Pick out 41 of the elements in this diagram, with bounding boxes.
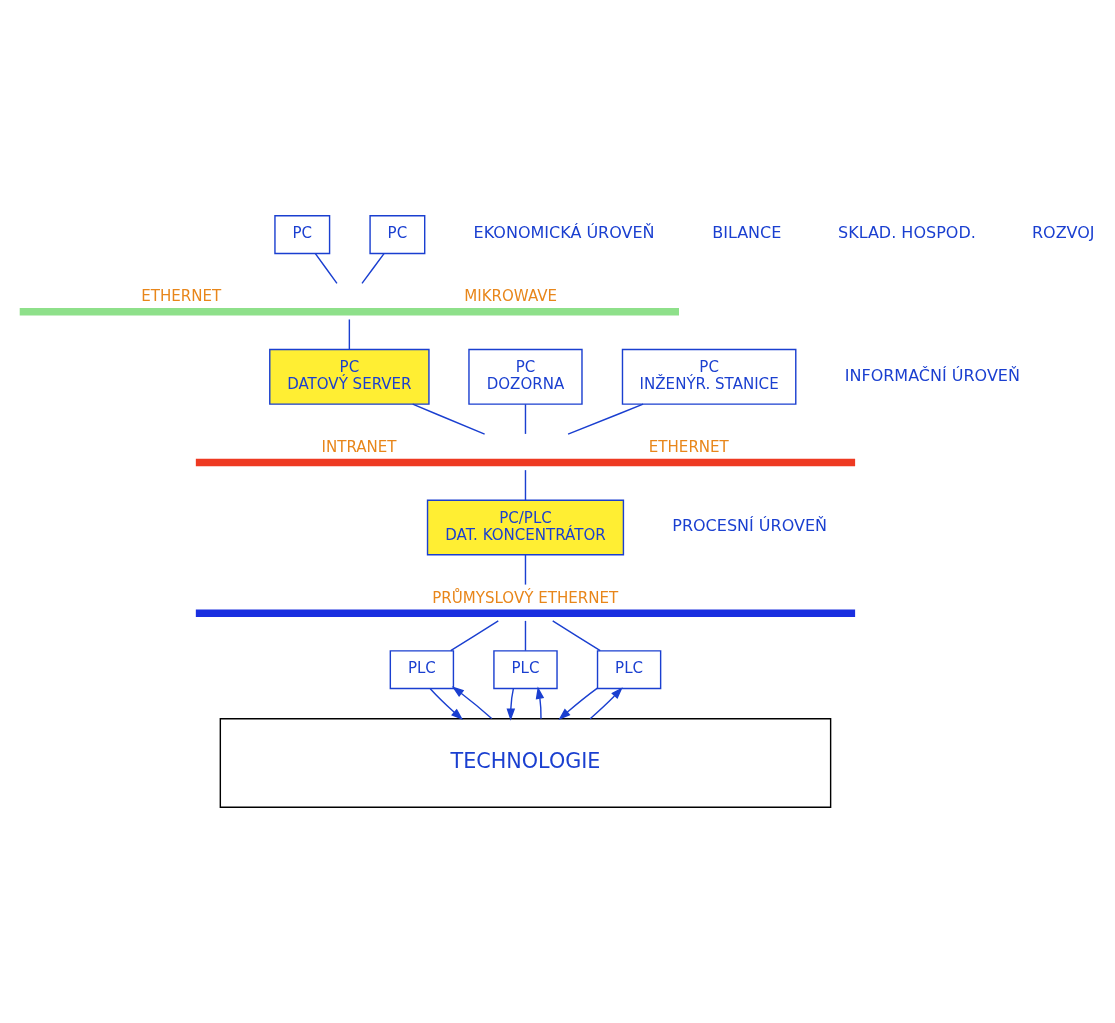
label: BILANCE [712,223,782,243]
connector [524,469,527,501]
node-label: ETHERNET [648,437,729,456]
connector [361,252,385,285]
arrow [506,688,516,721]
arrow [558,687,599,720]
node-box: PC INŽENÝR. STANICE [621,348,797,405]
node-label: PRŮMYSLOVÝ ETHERNET [432,588,619,607]
connector [412,403,486,435]
node-box: PC [369,215,426,255]
arrow [429,688,464,721]
node-label: ETHERNET [141,287,222,306]
node-box: PLC [389,650,455,690]
node-box [195,458,856,467]
node-box: PC/PLC DAT. KONCENTRÁTOR [426,499,625,556]
arrow [451,686,493,720]
label: INFORMAČNÍ ÚROVEŇ [844,365,1020,385]
connector [524,554,527,586]
node-box [195,609,856,617]
label: SKLAD. HOSPOD. [838,223,976,243]
label: EKONOMICKÁ ÚROVEŇ [473,223,655,243]
node-box: PC DATOVÝ SERVER [269,348,430,405]
connector [524,403,527,435]
connector [552,620,601,652]
connector [450,620,499,652]
node-box: PC DOZORNA [468,348,583,405]
node-label: MIKROWAVE [464,287,558,306]
label: ROZVOJ [1031,223,1095,243]
node-box: PC [274,215,331,255]
arrow [535,686,545,720]
arrow [589,687,623,720]
node-box: PLC [493,650,558,690]
connector [567,403,644,435]
connector [348,318,351,351]
node-box: PLC [596,650,662,690]
node-box [19,308,679,316]
label: PROCESNÍ ÚROVEŇ [672,516,827,536]
connector [314,252,338,285]
node-box: TECHNOLOGIE [219,718,832,808]
connector [524,620,527,652]
node-label: INTRANET [321,437,397,456]
